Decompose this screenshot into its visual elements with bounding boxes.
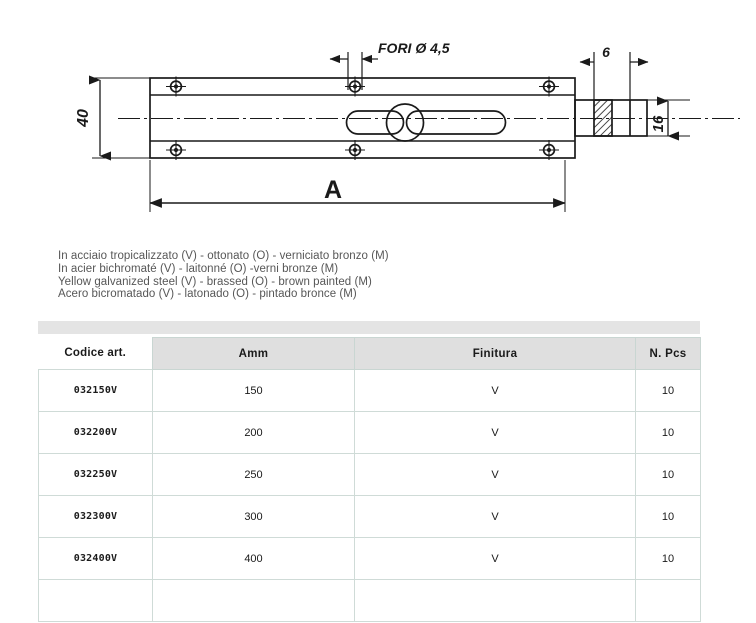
table-row (38, 579, 701, 622)
table-row: 032400V 400 V 10 (38, 537, 701, 580)
description-line-fr: In acier bichromaté (V) - laitonné (O) -… (58, 262, 339, 275)
column-header-npcs: N. Pcs (635, 337, 701, 370)
column-header-finitura: Finitura (354, 337, 636, 370)
cell-npcs: 10 (635, 369, 701, 412)
drawing-labels: FORI Ø 4,5 40 6 16 A (75, 40, 667, 204)
column-header-amm: Amm (152, 337, 355, 370)
cell-npcs (635, 579, 701, 622)
table-row: 032300V 300 V 10 (38, 495, 701, 538)
drawing-ink-group (88, 52, 740, 212)
cell-finitura: V (354, 495, 636, 538)
cell-finitura: V (354, 369, 636, 412)
cell-codice: 032200V (38, 411, 153, 454)
cell-amm: 400 (152, 537, 355, 580)
dimension-bolt-width-6 (579, 52, 649, 100)
table-row: 032250V 250 V 10 (38, 453, 701, 496)
material-description-block: In acciaio tropicalizzato (V) - ottonato… (58, 250, 678, 301)
cell-codice (38, 579, 153, 622)
length-dim-label: A (324, 176, 342, 204)
cell-finitura: V (354, 453, 636, 496)
cell-amm (152, 579, 355, 622)
cell-amm: 200 (152, 411, 355, 454)
cell-npcs: 10 (635, 537, 701, 580)
dimension-bolt-height-16 (647, 96, 690, 141)
description-line-es: Acero bicromatado (V) - latonado (O) - p… (58, 288, 357, 301)
mounting-hole (166, 140, 186, 160)
cell-npcs: 10 (635, 411, 701, 454)
technical-drawing-figure: FORI Ø 4,5 40 6 16 A (0, 0, 756, 240)
mounting-hole-group-bottom (166, 140, 559, 160)
table-row: 032150V 150 V 10 (38, 369, 701, 412)
cell-codice: 032150V (38, 369, 153, 412)
dimension-length-A (149, 160, 566, 212)
dimension-height-40 (88, 75, 150, 161)
cell-finitura (354, 579, 636, 622)
table-header-row: Codice art. Amm Finitura N. Pcs (38, 337, 701, 370)
column-header-codice: Codice art. (38, 337, 153, 370)
product-table-container: Codice art. Amm Finitura N. Pcs 032150V … (38, 337, 701, 622)
mounting-hole (539, 76, 559, 97)
mounting-hole (166, 76, 186, 97)
product-table-head: Codice art. Amm Finitura N. Pcs (38, 337, 701, 370)
cell-npcs: 10 (635, 495, 701, 538)
center-slot (345, 103, 507, 142)
cell-finitura: V (354, 537, 636, 580)
hole-note-label: FORI Ø 4,5 (378, 40, 450, 56)
cell-codice: 032250V (38, 453, 153, 496)
cell-finitura: V (354, 411, 636, 454)
table-row: 032200V 200 V 10 (38, 411, 701, 454)
height-dim-label: 40 (75, 109, 92, 128)
cell-codice: 032400V (38, 537, 153, 580)
cell-amm: 300 (152, 495, 355, 538)
mounting-hole (539, 140, 559, 160)
hole-note-leader-lines (329, 52, 378, 90)
product-table: Codice art. Amm Finitura N. Pcs 032150V … (38, 337, 701, 622)
cell-codice: 032300V (38, 495, 153, 538)
plate-rail-lines (150, 94, 575, 142)
cell-amm: 150 (152, 369, 355, 412)
cell-npcs: 10 (635, 453, 701, 496)
bolt-height-dim-label: 16 (650, 115, 667, 132)
table-top-divider-strip (38, 321, 700, 334)
cell-amm: 250 (152, 453, 355, 496)
mounting-hole (345, 140, 365, 160)
product-table-body: 032150V 150 V 10 032200V 200 V 10 032250… (38, 369, 701, 622)
bolt-width-dim-label: 6 (602, 44, 610, 60)
description-line-en: Yellow galvanized steel (V) - brassed (O… (58, 275, 372, 288)
description-line-it: In acciaio tropicalizzato (V) - ottonato… (58, 250, 389, 262)
technical-drawing-svg: FORI Ø 4,5 40 6 16 A (75, 40, 740, 212)
